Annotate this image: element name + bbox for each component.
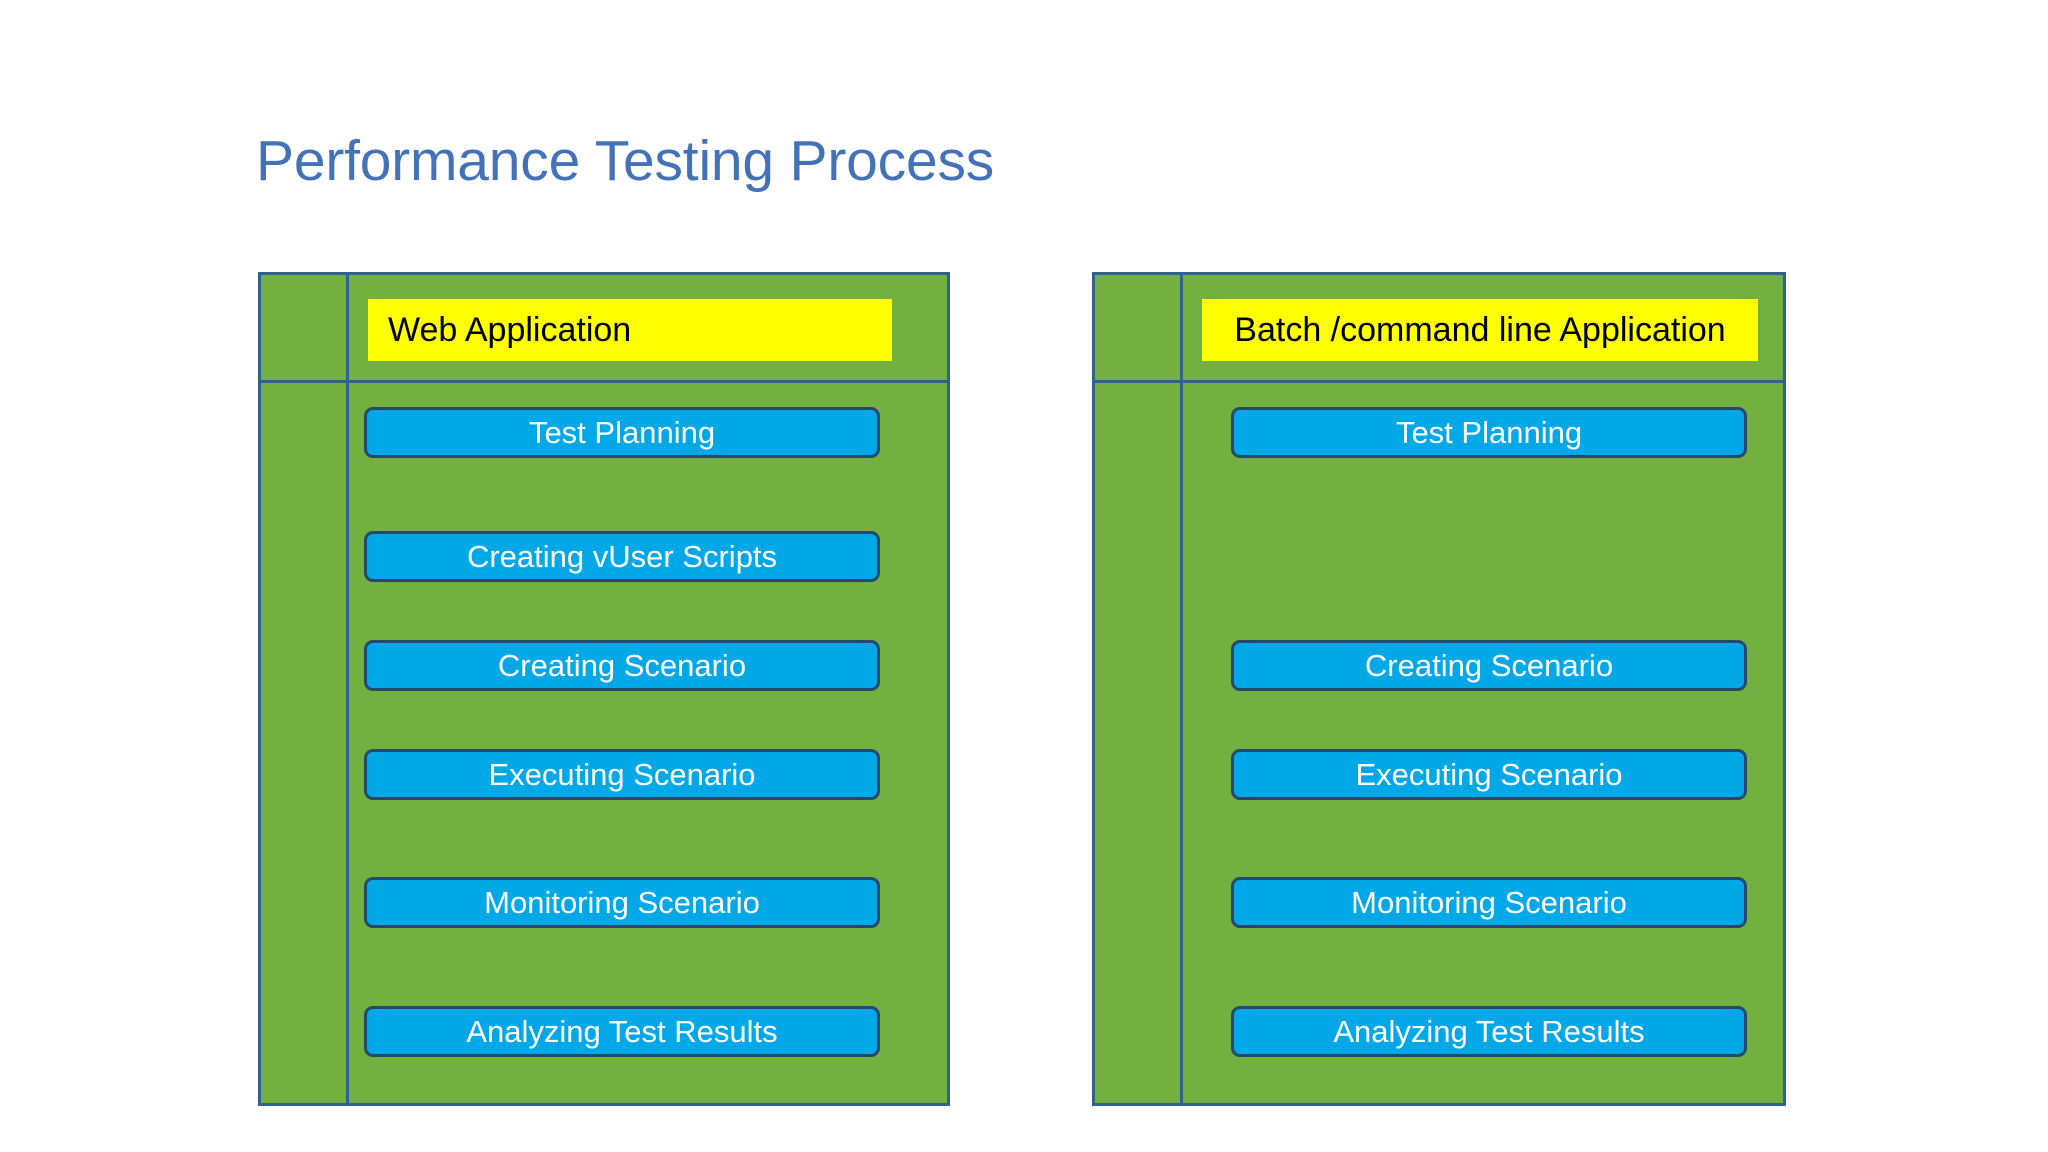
step-monitoring-scenario[interactable]: Monitoring Scenario — [364, 877, 880, 928]
step-analyzing-test-results[interactable]: Analyzing Test Results — [1231, 1006, 1747, 1057]
header-label-cell: Web Application — [349, 275, 947, 380]
step-test-planning[interactable]: Test Planning — [364, 407, 880, 458]
process-table-web-application: Web Application Test Planning Creating v… — [258, 272, 950, 1106]
body-spacer-cell — [1095, 383, 1183, 1103]
step-executing-scenario[interactable]: Executing Scenario — [1231, 749, 1747, 800]
step-creating-scenario[interactable]: Creating Scenario — [1231, 640, 1747, 691]
table-header-row: Web Application — [261, 275, 947, 383]
step-monitoring-scenario[interactable]: Monitoring Scenario — [1231, 877, 1747, 928]
step-executing-scenario[interactable]: Executing Scenario — [364, 749, 880, 800]
body-steps-cell: Test Planning Creating vUser Scripts Cre… — [349, 383, 947, 1103]
step-creating-vuser-scripts[interactable]: Creating vUser Scripts — [364, 531, 880, 582]
step-analyzing-test-results[interactable]: Analyzing Test Results — [364, 1006, 880, 1057]
table-body-row: Test Planning Creating vUser Scripts Cre… — [261, 383, 947, 1103]
body-steps-cell: Test Planning Creating Scenario Executin… — [1183, 383, 1783, 1103]
app-type-label-batch: Batch /command line Application — [1202, 299, 1758, 361]
step-list-web: Test Planning Creating vUser Scripts Cre… — [349, 383, 947, 1103]
table-header-row: Batch /command line Application — [1095, 275, 1783, 383]
table-body-row: Test Planning Creating Scenario Executin… — [1095, 383, 1783, 1103]
body-spacer-cell — [261, 383, 349, 1103]
step-list-batch: Test Planning Creating Scenario Executin… — [1183, 383, 1783, 1103]
header-label-cell: Batch /command line Application — [1183, 275, 1783, 380]
process-table-batch-application: Batch /command line Application Test Pla… — [1092, 272, 1786, 1106]
step-test-planning[interactable]: Test Planning — [1231, 407, 1747, 458]
app-type-label-web: Web Application — [368, 299, 892, 361]
step-creating-scenario[interactable]: Creating Scenario — [364, 640, 880, 691]
header-spacer-cell — [1095, 275, 1183, 380]
page-title: Performance Testing Process — [256, 129, 995, 193]
header-spacer-cell — [261, 275, 349, 380]
